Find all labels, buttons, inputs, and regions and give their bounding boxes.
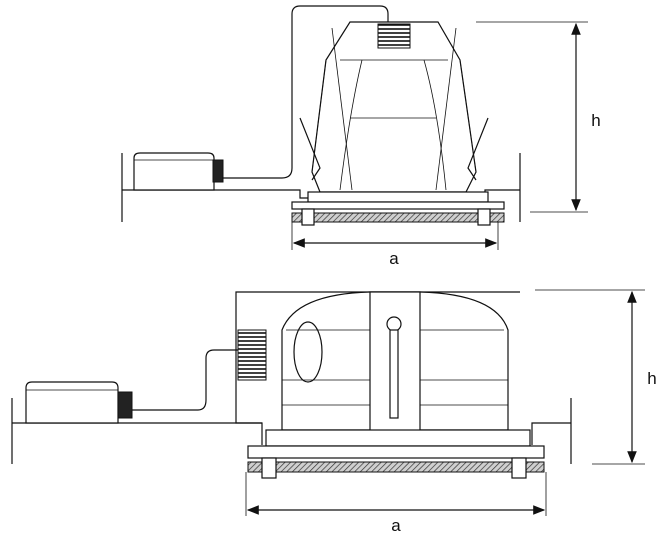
slot-bracket <box>369 291 421 445</box>
ceiling-panel-right <box>531 398 572 464</box>
cable <box>222 5 389 179</box>
height-label: h <box>647 369 656 388</box>
terminal-block <box>237 329 267 381</box>
bezel <box>291 191 505 226</box>
heat-sink <box>377 23 411 49</box>
bezel <box>247 429 545 479</box>
driver-box <box>25 381 133 424</box>
width-label: a <box>391 516 401 535</box>
driver-box <box>133 152 224 191</box>
dimension-h-top: h <box>476 21 601 213</box>
cable <box>132 349 238 411</box>
dimension-h-bottom: h <box>535 289 657 465</box>
spring-clip-left <box>299 117 321 181</box>
height-label: h <box>591 111 600 130</box>
width-label: a <box>389 249 399 268</box>
diagram-top: a h <box>121 5 601 268</box>
dimension-a-top: a <box>291 222 499 268</box>
spring-clip-right <box>467 117 489 181</box>
diagram-bottom: a h <box>11 289 657 535</box>
dimension-a-bottom: a <box>245 472 547 535</box>
